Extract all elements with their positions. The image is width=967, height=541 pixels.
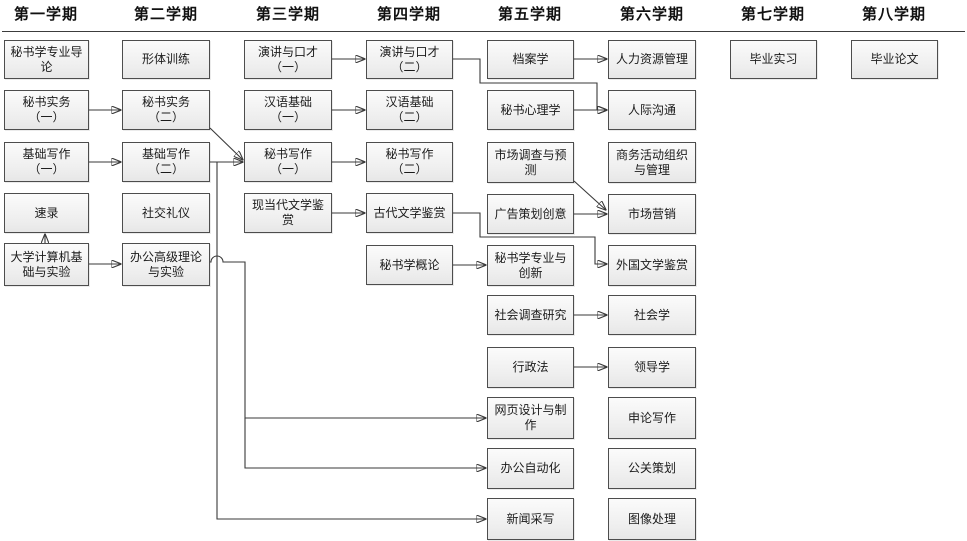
course-node-c5r10: 新闻采写 [487,498,574,540]
course-node-c1r4: 速录 [4,193,89,233]
course-node-c5r3: 市场调查与预 测 [487,142,574,183]
course-node-c5r1: 档案学 [487,40,574,79]
course-node-c1r3: 基础写作 （一） [4,142,89,182]
semester-header-6: 第六学期 [619,5,684,23]
course-node-c5r4: 广告策划创意 [487,194,574,234]
course-node-c6r8: 申论写作 [608,397,696,439]
edge-c2r5-to-c5r9 [244,418,486,468]
header-divider [2,31,965,32]
semester-header-3: 第三学期 [255,5,320,23]
course-node-c5r8: 网页设计与制 作 [487,397,574,439]
semester-header-2: 第二学期 [133,5,198,23]
course-node-c3r4: 现当代文学鉴 赏 [244,193,332,233]
course-node-c2r5: 办公高级理论 与实验 [122,243,210,286]
course-node-c1r5: 大学计算机基 础与实验 [4,243,89,286]
course-node-c3r1: 演讲与口才 （一） [244,40,332,79]
course-node-c3r3: 秘书写作 （一） [244,142,332,182]
edge-c4r4-to-c6r5 [453,212,607,264]
course-node-c5r9: 办公自动化 [487,448,574,489]
course-node-c6r1: 人力资源管理 [608,40,696,79]
course-node-c6r4: 市场营销 [608,194,696,234]
edge-c2r5-to-c5r8 [210,255,486,418]
course-node-c2r2: 秘书实务 （二） [122,90,210,130]
course-node-c4r4: 古代文学鉴赏 [366,193,453,233]
course-node-c4r1: 演讲与口才 （二） [366,40,453,79]
course-node-c5r2: 秘书心理学 [487,90,574,130]
edge-c2r3-to-c5r10 [216,162,486,519]
course-node-c5r5: 秘书学专业与 创新 [487,245,574,286]
course-node-c6r9: 公关策划 [608,448,696,489]
edge-c5r3-to-c6r4 [573,180,606,210]
course-node-c6r2: 人际沟通 [608,90,696,130]
course-node-c3r2: 汉语基础 （一） [244,90,332,130]
course-node-c8r1: 毕业论文 [851,40,938,79]
semester-header-5: 第五学期 [497,5,562,23]
course-node-c4r2: 汉语基础 （二） [366,90,453,130]
course-node-c5r6: 社会调查研究 [487,295,574,335]
course-node-c6r3: 商务活动组织 与管理 [608,142,696,183]
course-node-c6r7: 领导学 [608,347,696,388]
semester-header-4: 第四学期 [376,5,441,23]
semester-header-1: 第一学期 [13,5,78,23]
course-node-c1r2: 秘书实务 （一） [4,90,89,130]
semester-header-8: 第八学期 [861,5,926,23]
course-node-c4r5: 秘书学概论 [366,245,453,285]
course-node-c6r10: 图像处理 [608,498,696,540]
course-node-c2r1: 形体训练 [122,40,210,79]
course-node-c7r1: 毕业实习 [730,40,817,79]
course-node-c1r1: 秘书学专业导 论 [4,40,89,79]
course-node-c2r3: 基础写作 （二） [122,142,210,182]
course-node-c6r6: 社会学 [608,295,696,335]
course-node-c4r3: 秘书写作 （二） [366,142,453,182]
course-node-c6r5: 外国文学鉴赏 [608,245,696,286]
course-node-c2r4: 社交礼仪 [122,193,210,233]
edge-c2r2-to-c3r3 [209,127,243,160]
course-node-c5r7: 行政法 [487,347,574,388]
semester-header-7: 第七学期 [740,5,805,23]
